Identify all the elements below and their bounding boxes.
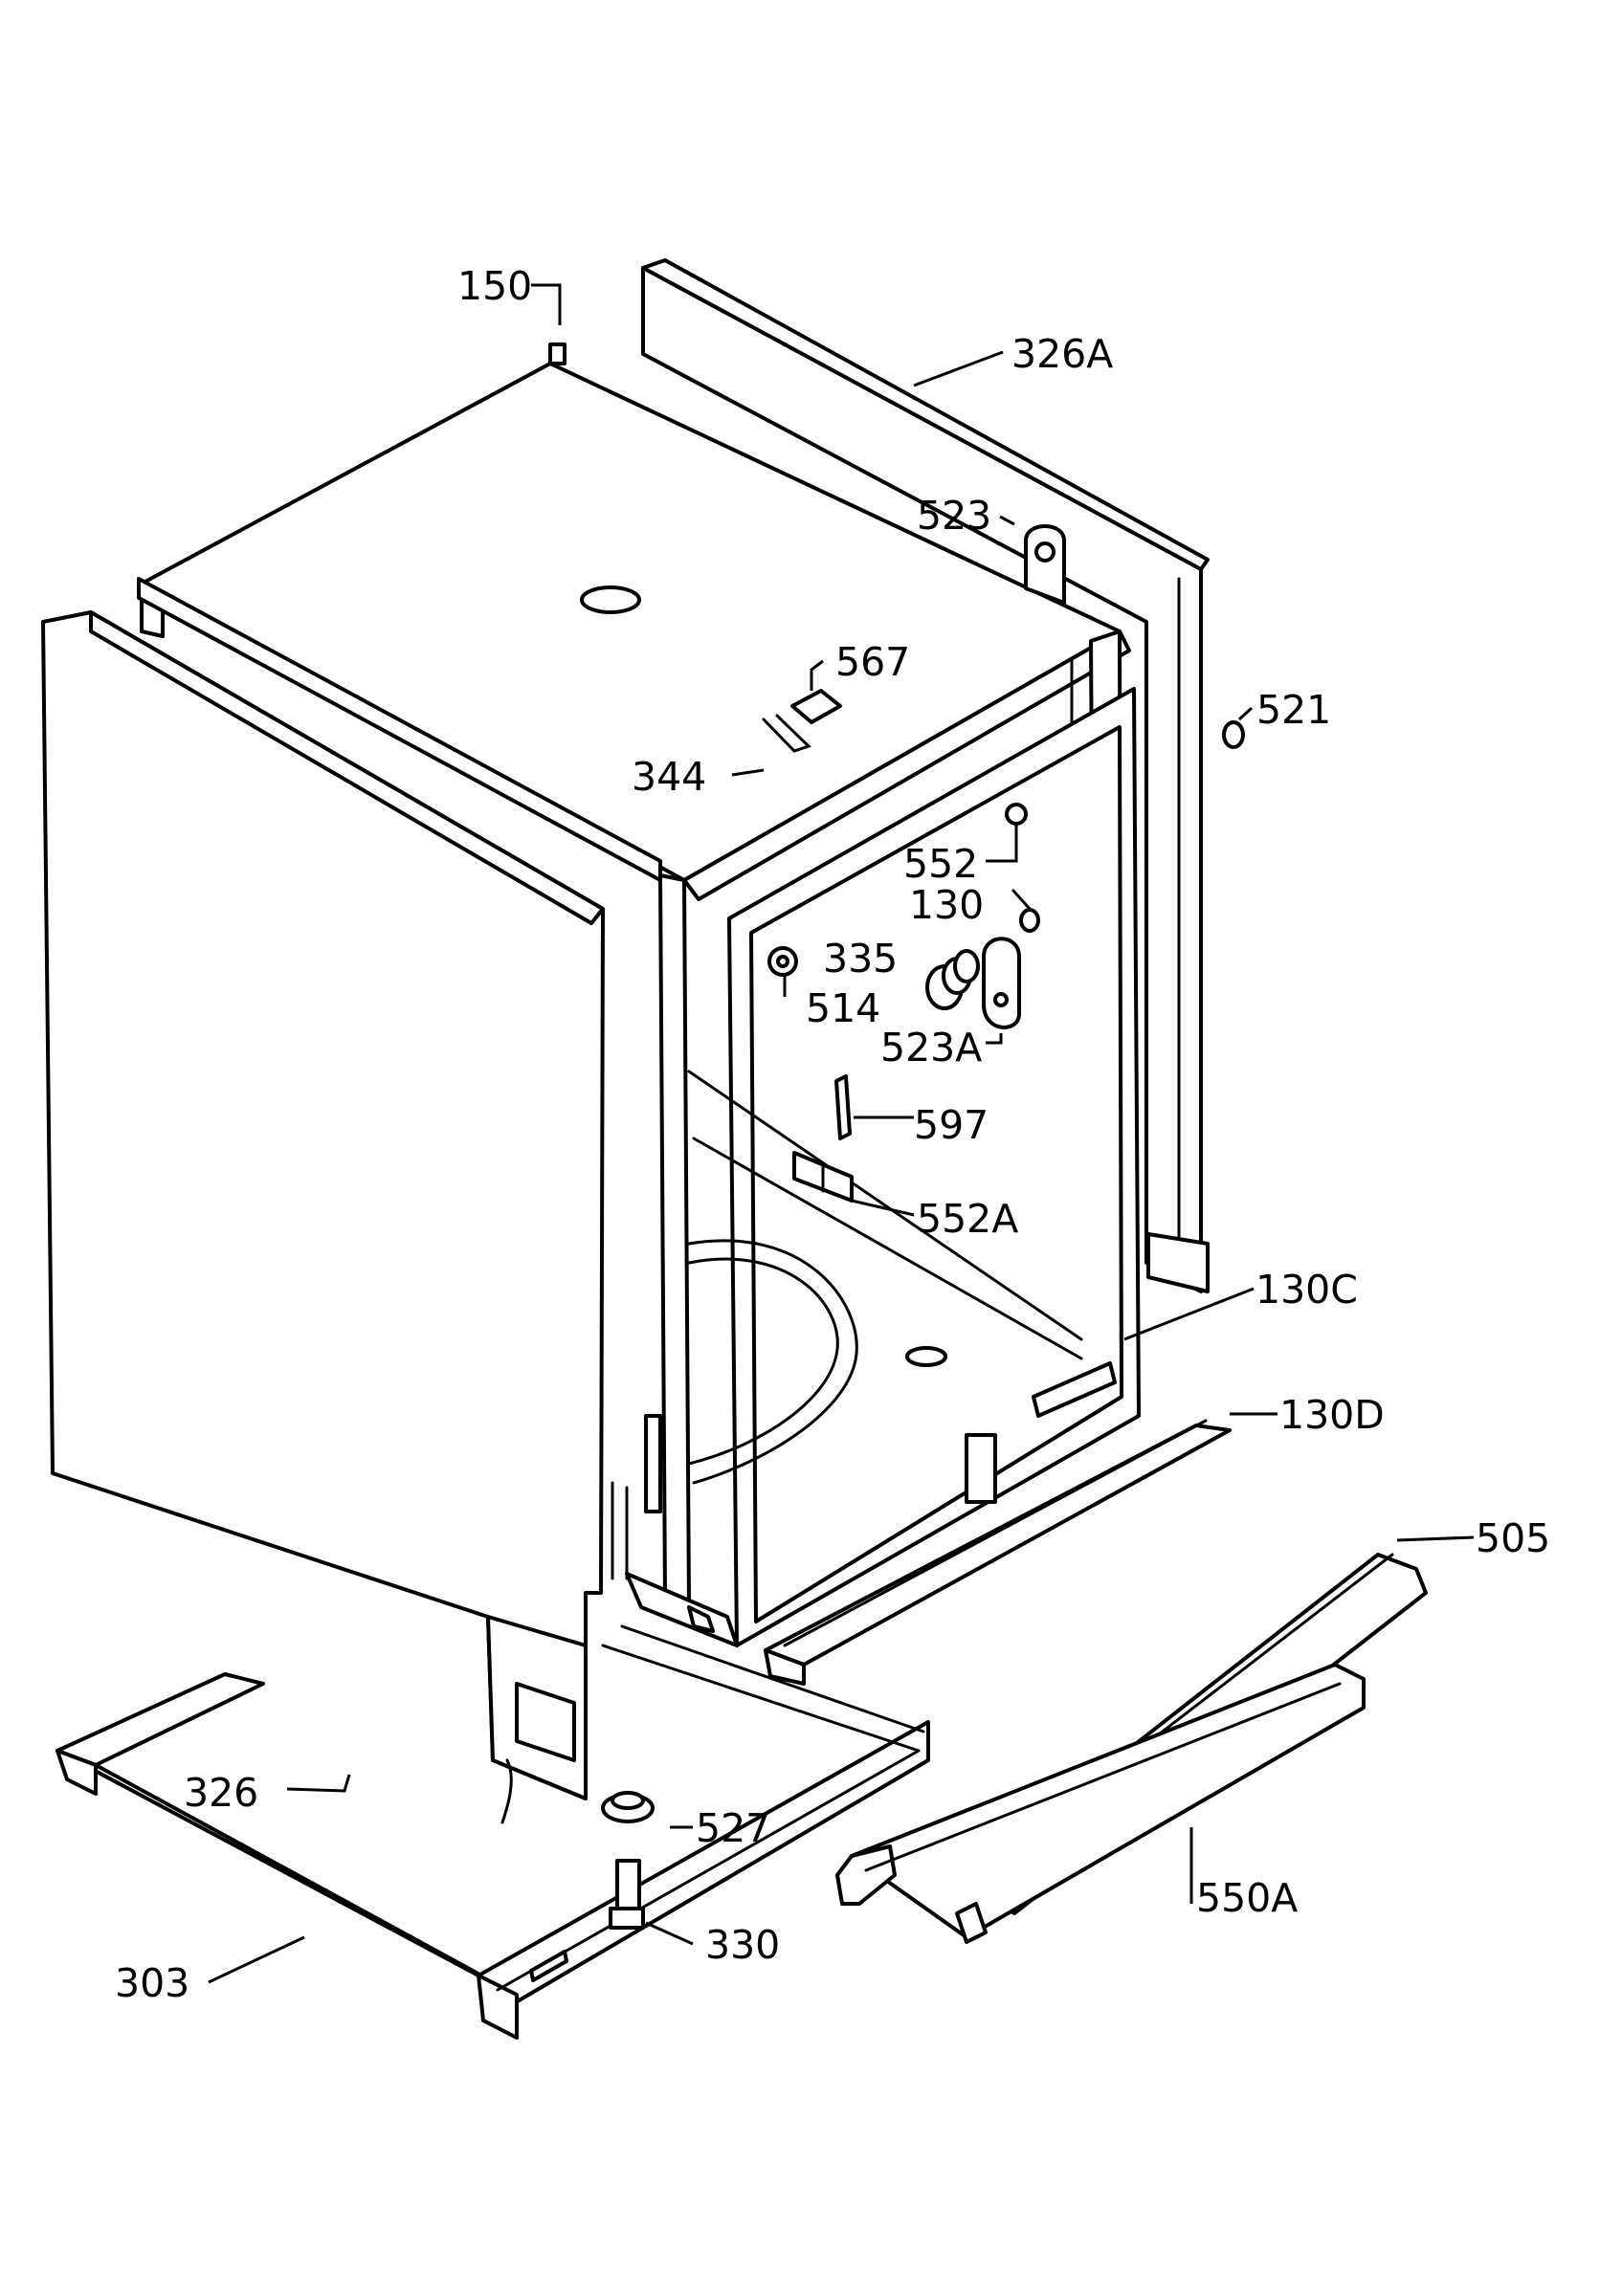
- callout-527: 527: [696, 1805, 770, 1851]
- callout-567: 567: [835, 639, 910, 685]
- leader-lines: [208, 283, 1475, 1984]
- bottom-rail-130d: [764, 1419, 1232, 1686]
- leveling-feet: [601, 1791, 655, 1930]
- callout-130c: 130C: [1255, 1267, 1358, 1313]
- callout-550a: 550A: [1196, 1875, 1298, 1921]
- callout-505: 505: [1476, 1515, 1550, 1561]
- callout-552a: 552A: [917, 1196, 1018, 1242]
- callout-130d: 130D: [1279, 1392, 1385, 1438]
- cabinet-frame-150: [140, 342, 1141, 1647]
- top-rail-left: [137, 577, 662, 882]
- callout-552: 552: [903, 841, 978, 887]
- door-fittings: [762, 524, 1245, 1203]
- callout-344: 344: [632, 754, 706, 800]
- callout-523: 523: [917, 493, 991, 539]
- callout-335: 335: [823, 936, 898, 982]
- callout-523a: 523A: [880, 1025, 982, 1071]
- callout-326: 326: [184, 1770, 258, 1816]
- callout-521: 521: [1256, 687, 1331, 733]
- callout-326a: 326A: [1011, 331, 1113, 377]
- base-frame-303: [56, 1624, 930, 2040]
- rear-panel-326a: [641, 258, 1210, 1293]
- callout-130: 130: [909, 882, 984, 928]
- callout-303: 303: [115, 1960, 189, 2006]
- callout-514: 514: [806, 985, 880, 1031]
- support-rail-550a: [835, 1663, 1366, 1944]
- side-panel-326: [41, 610, 605, 1824]
- callout-597: 597: [914, 1102, 989, 1148]
- callout-150: 150: [457, 263, 532, 309]
- callout-330: 330: [705, 1922, 780, 1968]
